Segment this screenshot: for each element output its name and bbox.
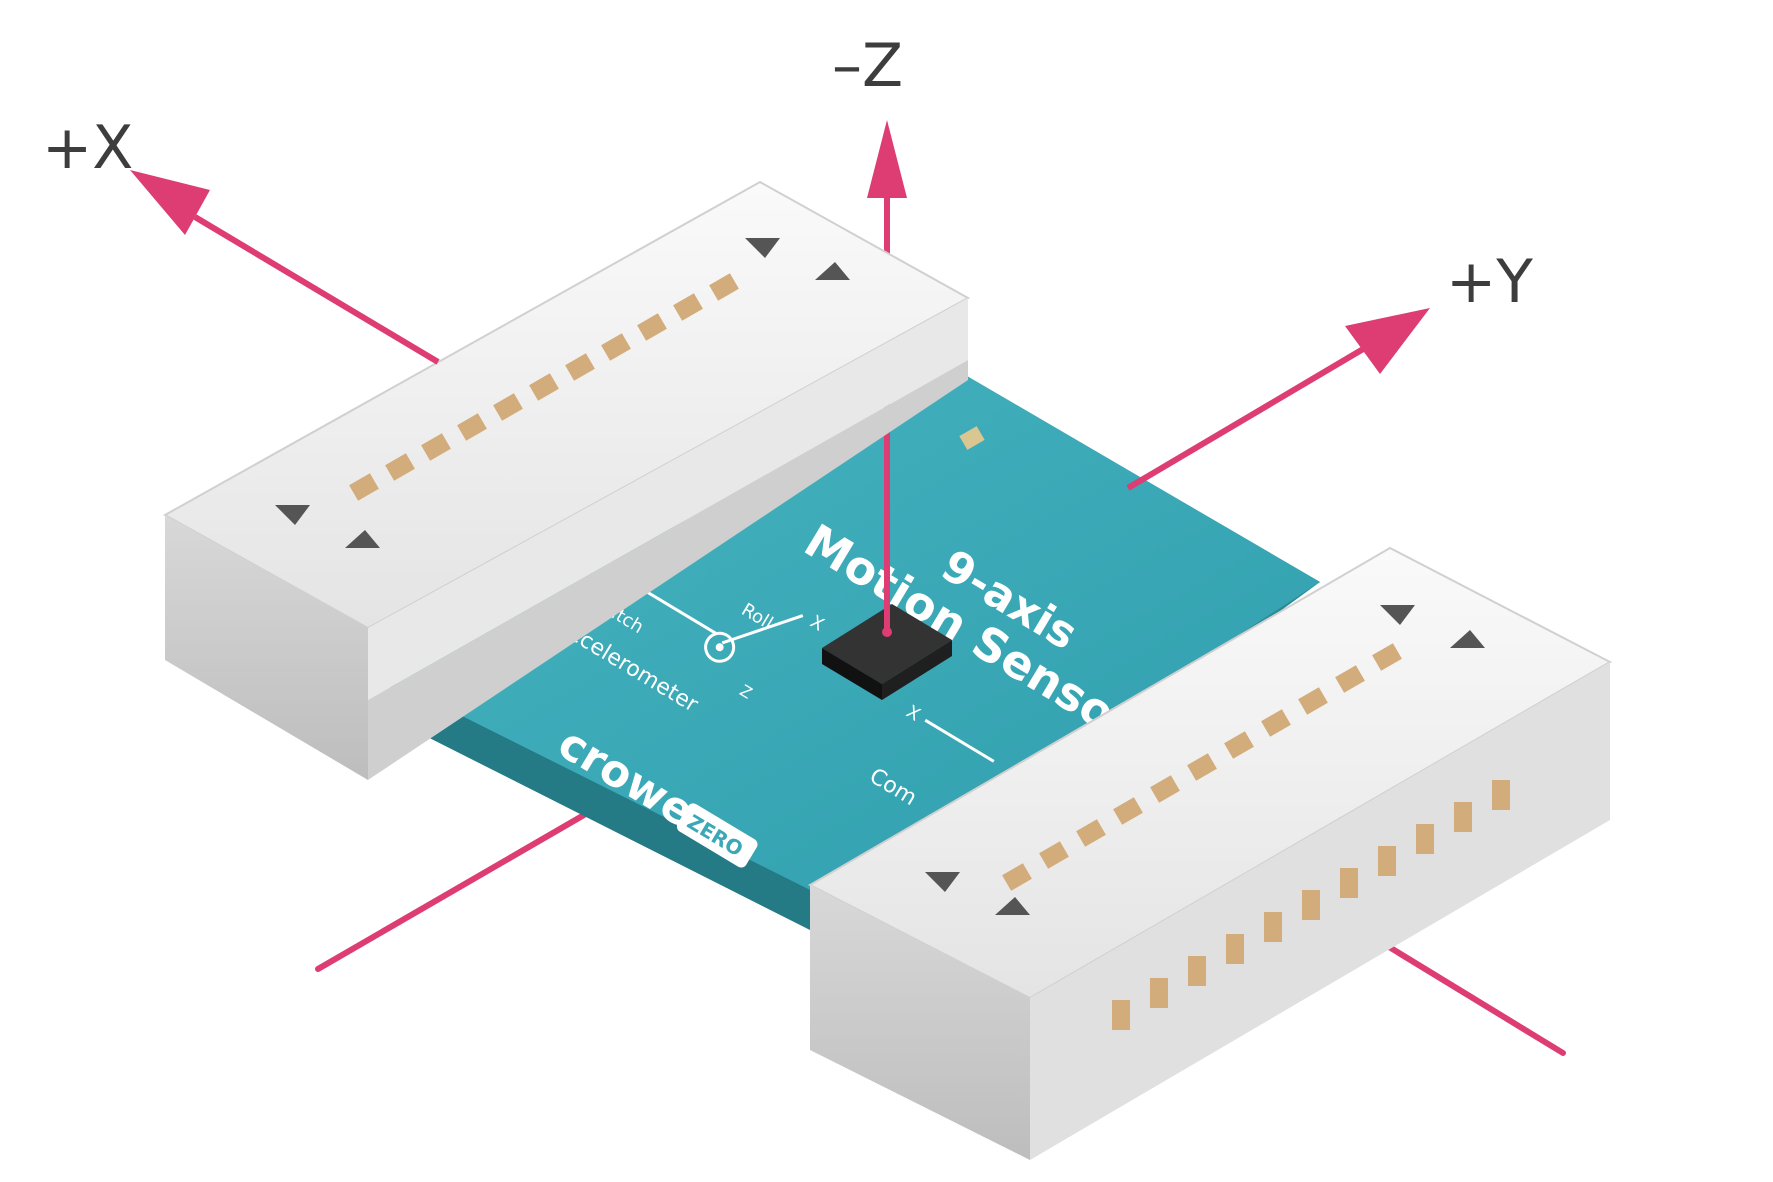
x-axis-arrow (130, 170, 438, 362)
y-axis-label: +Y (1446, 247, 1533, 317)
x-axis-negative-line (318, 815, 584, 969)
y-axis-arrow (1128, 308, 1430, 488)
z-axis-label: –Z (832, 31, 903, 101)
x-axis-label: +X (42, 113, 133, 183)
